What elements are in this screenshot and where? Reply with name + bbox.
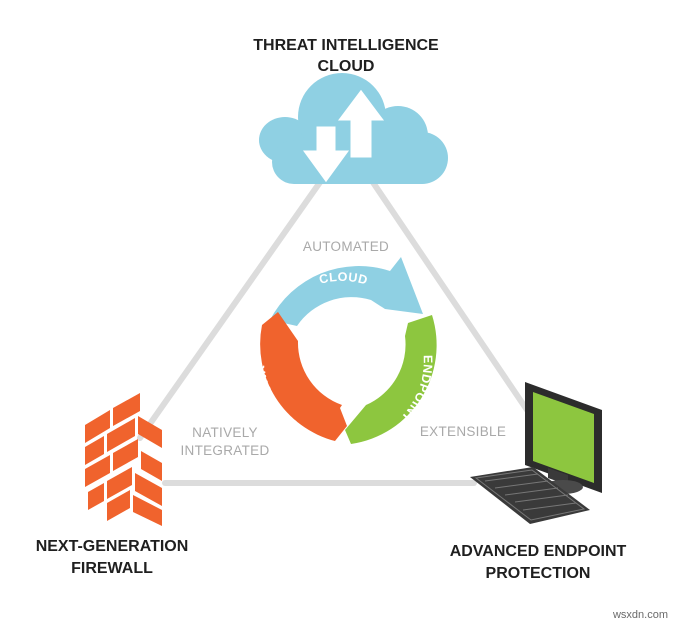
triangle-edges [137,175,530,486]
firewall-node-title-line2: FIREWALL [71,560,153,577]
endpoint-node-title-line2: PROTECTION [486,565,591,582]
threat-intelligence-cloud-node: THREAT INTELLIGENCE CLOUD [253,37,448,184]
cycle-arc-network [260,312,347,441]
cloud-node-title-line1: THREAT INTELLIGENCE [253,37,439,54]
advanced-endpoint-protection-node: ADVANCED ENDPOINT PROTECTION [450,382,627,582]
download-arrow-icon [301,125,351,184]
next-generation-firewall-node: NEXT-GENERATION FIREWALL [36,393,189,577]
cycle-ring: CLOUD ENDPOINT NETWORK [253,257,437,444]
edge-label-integrated: INTEGRATED [180,443,269,458]
cloud-icon [259,73,448,184]
firewall-node-title-line1: NEXT-GENERATION [36,538,189,555]
edge-label-extensible: EXTENSIBLE [420,424,506,439]
edge-label-natively: NATIVELY [192,425,258,440]
cycle-label-cloud-path: CLOUD [318,270,369,288]
cycle-arc-endpoint [345,315,437,444]
keyboard-icon [470,467,590,524]
cycle-arc-cloud [270,257,423,326]
edge-label-automated: AUTOMATED [303,239,389,254]
cycle-label-cloud: CLOUD [318,270,369,288]
edge-cloud-endpoint [367,175,530,413]
brick-wall-icon [85,393,162,526]
edge-cloud-firewall [137,175,326,441]
upload-arrow-icon [336,88,386,159]
cloud-node-title-line2: CLOUD [318,58,375,75]
computer-icon [470,382,602,524]
watermark-text: wsxdn.com [612,609,668,621]
endpoint-node-title-line1: ADVANCED ENDPOINT [450,543,627,560]
